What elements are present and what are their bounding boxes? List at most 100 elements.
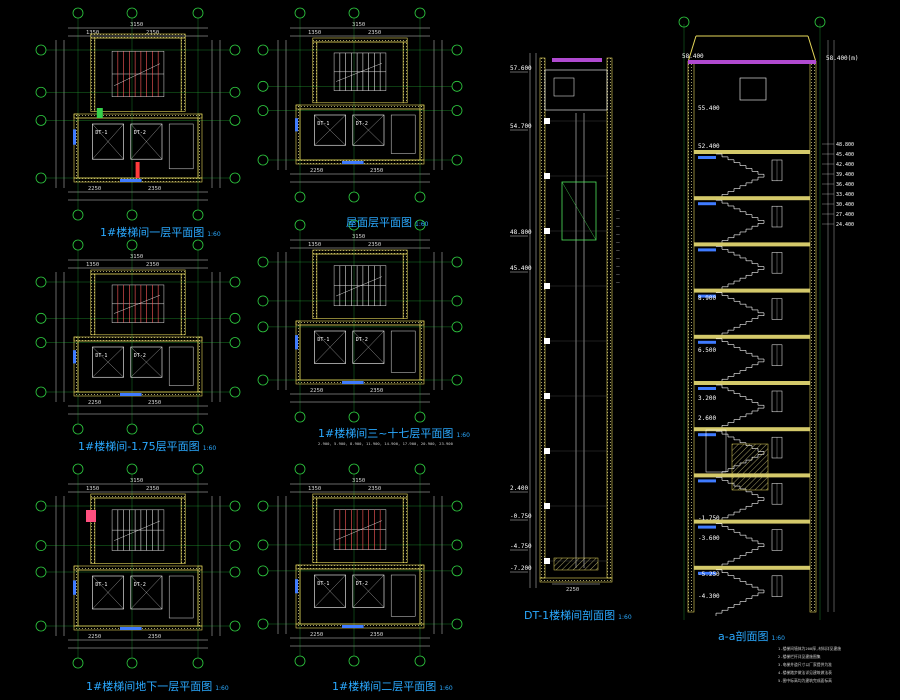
axis-bubble <box>126 209 138 221</box>
axis-bubble-circle <box>72 239 84 251</box>
pit-slab <box>553 557 599 571</box>
wall-hatch <box>73 336 79 393</box>
door <box>698 387 716 390</box>
axis-bubble <box>35 276 47 288</box>
elevator-level-mark: -7.200 <box>510 565 532 572</box>
axis-bubble <box>451 80 463 92</box>
axis-bubble-circle <box>348 191 360 203</box>
axis-bubble-circle <box>348 7 360 19</box>
window <box>120 627 142 630</box>
axis-bubble-circle <box>414 219 426 231</box>
wall-hatch <box>419 564 425 625</box>
stair-level-mark: -3.600 <box>698 535 720 542</box>
roof-edge <box>687 35 697 63</box>
wall-hatch <box>809 61 817 613</box>
axis-bubble-circle <box>192 423 204 435</box>
axis-bubble-circle <box>35 115 47 126</box>
axis-bubble-circle <box>229 115 241 126</box>
window <box>73 350 76 364</box>
elevator-annotation: 一 <box>616 240 620 245</box>
door <box>698 156 716 159</box>
axis-bubble <box>257 295 269 307</box>
dim-label: 2350 <box>146 486 159 492</box>
elevator-cross <box>352 114 385 146</box>
wall-hatch <box>419 104 425 161</box>
axis-bubble <box>294 655 306 667</box>
axis-bubble <box>72 423 84 435</box>
axis-bubble <box>72 463 84 475</box>
axis-bubble <box>348 191 360 203</box>
window <box>342 161 364 164</box>
stair-level-mark: -4.300 <box>698 593 720 600</box>
axis-bubble-circle <box>451 374 463 386</box>
window <box>342 625 364 628</box>
axis-bubble-circle <box>35 620 47 632</box>
dim-label: 1350 <box>86 486 99 492</box>
axis-bubble <box>126 7 138 19</box>
axis-bubble-circle <box>348 655 360 667</box>
axis-bubble-circle <box>229 86 241 98</box>
utility-room <box>390 330 416 373</box>
axis-bubble <box>229 276 241 288</box>
wall-hatch <box>402 41 408 104</box>
elevator-label: DT-2 <box>134 582 146 588</box>
axis-bubble-circle <box>678 16 690 28</box>
axis-bubble <box>451 256 463 268</box>
wall-hatch <box>73 113 203 119</box>
axis-bubble <box>192 463 204 475</box>
elevator-cross <box>92 575 124 610</box>
window <box>120 179 142 182</box>
dim-label: 2350 <box>368 486 381 492</box>
elevator-label: DT-2 <box>134 353 146 359</box>
axis-bubble-circle <box>229 337 241 348</box>
elevator-shaft <box>130 346 163 378</box>
axis-bubble <box>192 7 204 19</box>
elevator-label: DT-1 <box>95 353 107 359</box>
axis-bubble <box>229 540 241 551</box>
elevator-level-mark: 2.400 <box>510 485 528 492</box>
stair-room <box>316 497 404 563</box>
dim-label: 2350 <box>368 30 381 36</box>
axis-bubble <box>229 566 241 578</box>
utility-room <box>390 114 416 154</box>
walk-arrow <box>336 520 382 541</box>
door <box>698 479 716 483</box>
axis-bubble-circle <box>414 463 426 475</box>
roof-slab <box>688 60 816 64</box>
axis-bubble <box>414 411 426 423</box>
elevator-annotation: 一 <box>616 272 620 277</box>
axis-bubble-circle <box>257 80 269 92</box>
axis-bubble <box>348 411 360 423</box>
wall-hatch <box>197 336 203 393</box>
floor-slab <box>694 196 810 201</box>
axis-bubble <box>229 172 241 184</box>
axis-bubble <box>192 239 204 251</box>
floor-beam <box>544 558 550 564</box>
walk-arrow <box>113 63 161 86</box>
elevator-cross <box>92 346 124 378</box>
stair-level-mark: -5.250 <box>698 571 720 578</box>
dim-label: 1350 <box>308 242 321 248</box>
axis-bubble-circle <box>126 463 138 475</box>
stair-side-label: 33.400 <box>836 192 854 198</box>
axis-bubble-circle <box>257 374 269 386</box>
elevator-annotation: 一 <box>616 256 620 261</box>
axis-bubble-circle <box>126 209 138 221</box>
stair-room <box>94 497 182 564</box>
stair-room <box>94 37 182 112</box>
axis-bubble-circle <box>35 337 47 348</box>
axis-bubble <box>35 386 47 398</box>
axis-bubble <box>257 105 269 116</box>
elevator-label: DT-2 <box>356 121 368 127</box>
axis-bubble <box>414 7 426 19</box>
wall-hatch <box>90 273 96 336</box>
floor-beam <box>544 118 550 124</box>
axis-bubble <box>451 154 463 166</box>
